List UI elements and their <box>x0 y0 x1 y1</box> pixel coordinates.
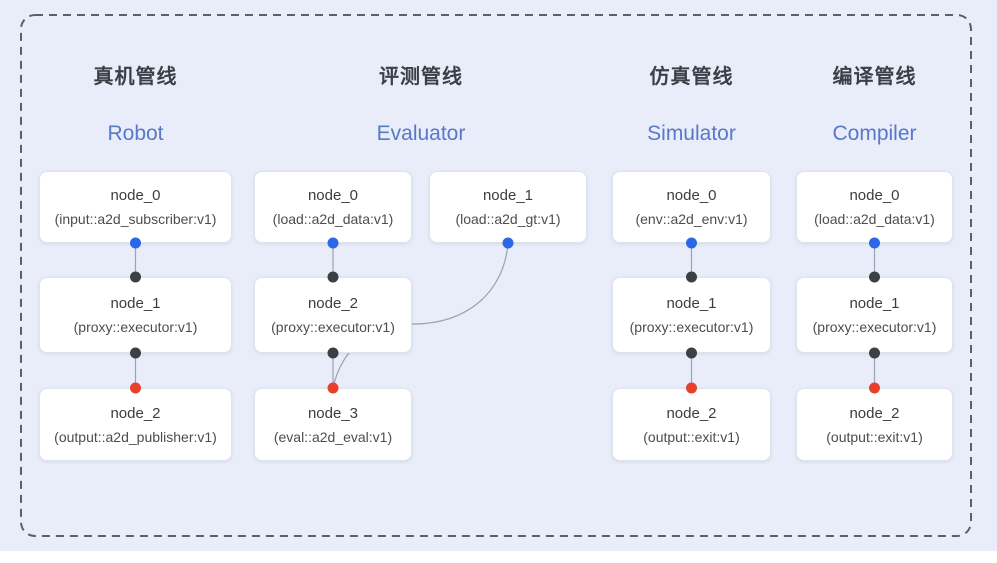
node-type: (load::a2d_data:v1) <box>272 211 394 227</box>
node-type: (env::a2d_env:v1) <box>635 211 748 227</box>
node-box-robot-0: node_0 (input::a2d_subscriber:v1) <box>39 171 232 243</box>
node-name: node_1 <box>849 295 900 312</box>
node-name: node_2 <box>849 404 900 422</box>
node-type: (output::a2d_publisher:v1) <box>54 428 217 445</box>
pipeline-title-zh-evaluator: 评测管线 <box>379 66 463 88</box>
node-type: (proxy::executor:v1) <box>271 319 395 335</box>
node-box-compiler-2: node_2 (output::exit:v1) <box>796 388 953 461</box>
node-box-compiler-1: node_1 (proxy::executor:v1) <box>796 277 953 353</box>
node-name: node_0 <box>849 187 900 204</box>
node-name: node_2 <box>110 404 161 422</box>
node-type: (proxy::executor:v1) <box>73 319 198 335</box>
pipeline-title-zh-robot: 真机管线 <box>93 66 178 88</box>
node-box-simulator-0: node_0 (env::a2d_env:v1) <box>612 171 771 243</box>
node-name: node_2 <box>666 404 717 422</box>
node-name: node_1 <box>482 187 534 204</box>
pipeline-title-en-evaluator: Evaluator <box>376 122 466 145</box>
node-name: node_0 <box>666 187 717 204</box>
node-box-evaluator-1: node_1 (load::a2d_gt:v1) <box>429 171 587 243</box>
pipeline-title-en-compiler: Compiler <box>832 122 917 145</box>
node-box-compiler-0: node_0 (load::a2d_data:v1) <box>796 171 953 243</box>
node-type: (output::exit:v1) <box>826 428 923 445</box>
node-type: (proxy::executor:v1) <box>629 319 754 335</box>
pipeline-title-zh-compiler: 编译管线 <box>832 66 917 88</box>
pipeline-title-en-robot: Robot <box>107 122 164 145</box>
node-box-evaluator-2: node_2 (proxy::executor:v1) <box>254 277 412 353</box>
node-type: (output::exit:v1) <box>643 428 740 445</box>
node-box-simulator-2: node_2 (output::exit:v1) <box>612 388 771 461</box>
node-name: node_1 <box>666 295 717 312</box>
node-name: node_0 <box>307 187 359 204</box>
node-box-evaluator-3: node_3 (eval::a2d_eval:v1) <box>254 388 412 461</box>
node-name: node_0 <box>110 187 161 204</box>
node-type: (load::a2d_data:v1) <box>814 211 935 227</box>
node-box-evaluator-0: node_0 (load::a2d_data:v1) <box>254 171 412 243</box>
node-type: (input::a2d_subscriber:v1) <box>54 211 217 227</box>
node-type: (proxy::executor:v1) <box>812 319 937 335</box>
node-type: (load::a2d_gt:v1) <box>455 211 561 227</box>
node-name: node_3 <box>307 404 359 422</box>
pipeline-title-zh-simulator: 仿真管线 <box>649 66 734 88</box>
pipeline-title-en-simulator: Simulator <box>647 122 736 145</box>
node-name: node_1 <box>110 295 161 312</box>
node-box-simulator-1: node_1 (proxy::executor:v1) <box>612 277 771 353</box>
node-type: (eval::a2d_eval:v1) <box>273 428 393 445</box>
node-box-robot-1: node_1 (proxy::executor:v1) <box>39 277 232 353</box>
node-box-robot-2: node_2 (output::a2d_publisher:v1) <box>39 388 232 461</box>
node-name: node_2 <box>307 295 359 312</box>
